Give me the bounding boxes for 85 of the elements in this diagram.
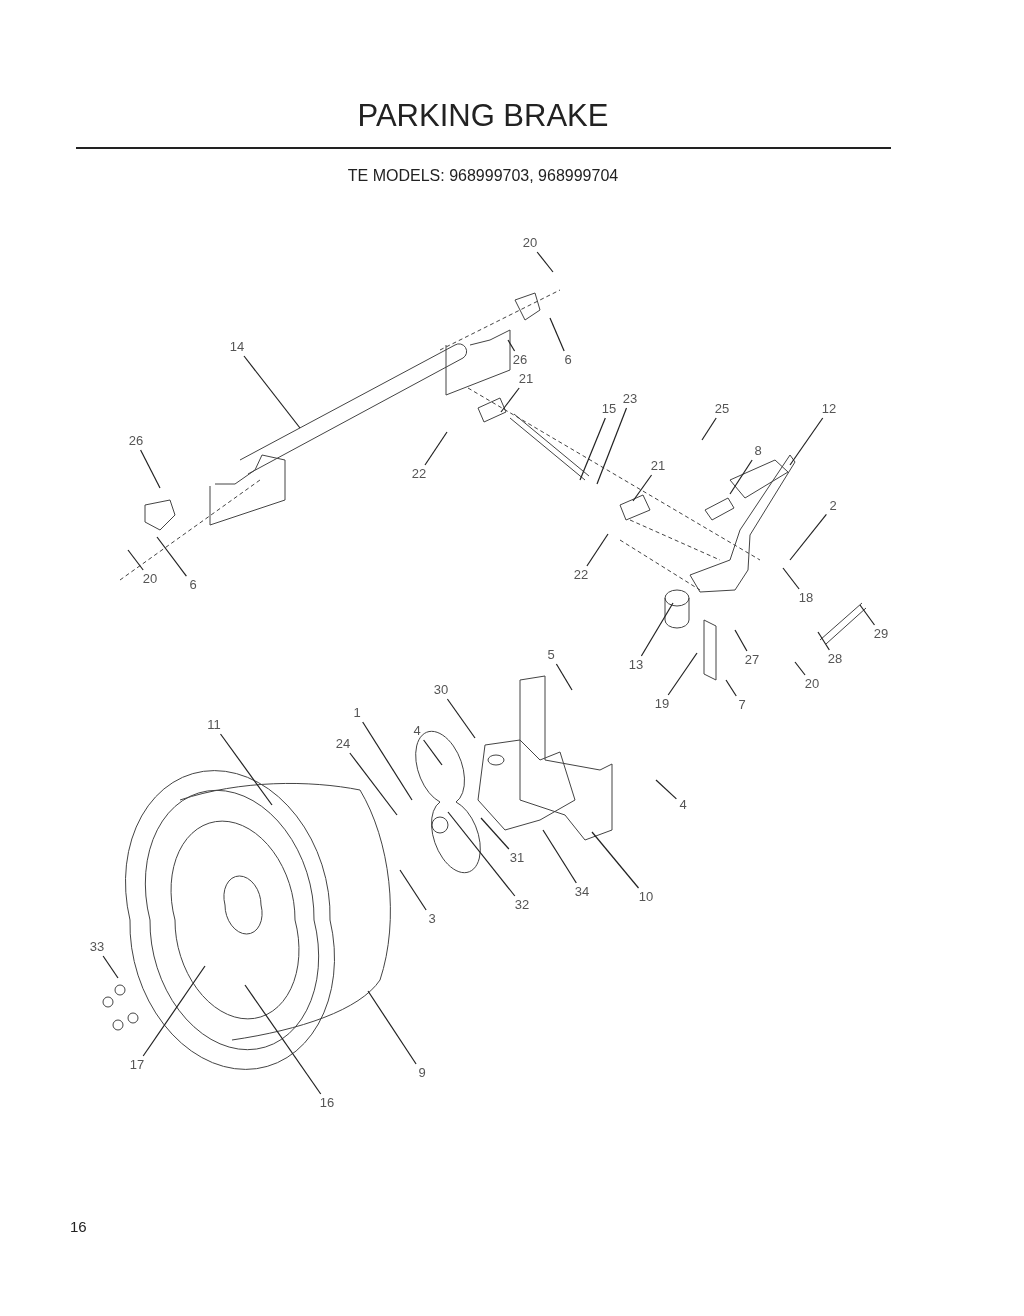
leader-line bbox=[244, 984, 322, 1095]
leader-line bbox=[701, 417, 717, 441]
leader-line bbox=[542, 829, 577, 884]
leader-line bbox=[596, 407, 628, 485]
leader-line bbox=[480, 817, 510, 850]
leader-line bbox=[655, 779, 677, 800]
leader-line bbox=[555, 663, 573, 691]
callout-number: 19 bbox=[653, 697, 671, 711]
callout-number: 2 bbox=[828, 499, 838, 513]
callout-number: 25 bbox=[713, 402, 731, 416]
leader-line bbox=[579, 417, 606, 481]
leader-line bbox=[549, 317, 565, 352]
leader-line bbox=[399, 869, 427, 911]
leader-line bbox=[789, 417, 824, 466]
callout-number: 6 bbox=[563, 353, 573, 367]
leader-line bbox=[817, 631, 830, 651]
leader-line bbox=[729, 459, 753, 495]
callout-number: 18 bbox=[797, 591, 815, 605]
callout-number: 23 bbox=[621, 392, 639, 406]
leader-line bbox=[424, 431, 448, 466]
leader-line bbox=[156, 536, 187, 577]
callout-number: 30 bbox=[432, 683, 450, 697]
callout-number: 3 bbox=[427, 912, 437, 926]
callout-number: 14 bbox=[228, 340, 246, 354]
leader-line bbox=[243, 355, 301, 429]
callout-number: 4 bbox=[412, 724, 422, 738]
leader-line bbox=[859, 604, 876, 626]
leader-line bbox=[507, 339, 516, 352]
callout-number: 16 bbox=[318, 1096, 336, 1110]
callout-number: 8 bbox=[753, 444, 763, 458]
callout-number: 12 bbox=[820, 402, 838, 416]
leader-line bbox=[789, 513, 827, 561]
leader-line bbox=[591, 831, 640, 889]
callout-number: 10 bbox=[637, 890, 655, 904]
page-number: 16 bbox=[70, 1218, 87, 1235]
callout-number: 20 bbox=[141, 572, 159, 586]
leader-line bbox=[102, 955, 119, 979]
callout-number: 11 bbox=[206, 718, 222, 732]
callout-number: 31 bbox=[508, 851, 526, 865]
callout-number: 20 bbox=[803, 677, 821, 691]
callout-number: 26 bbox=[127, 434, 145, 448]
leader-line bbox=[423, 739, 443, 766]
callout-number: 6 bbox=[188, 578, 198, 592]
leader-line bbox=[734, 629, 748, 652]
callout-number: 27 bbox=[743, 653, 761, 667]
leader-line bbox=[127, 549, 144, 571]
leader-line bbox=[362, 721, 413, 801]
leader-line bbox=[142, 965, 206, 1057]
leader-line bbox=[632, 474, 653, 502]
callout-number: 20 bbox=[521, 236, 539, 250]
callout-number: 17 bbox=[128, 1058, 146, 1072]
leader-line bbox=[586, 533, 609, 567]
callout-number: 34 bbox=[573, 885, 591, 899]
leader-line bbox=[536, 251, 554, 273]
page-title: PARKING BRAKE bbox=[356, 98, 610, 134]
callout-number: 15 bbox=[600, 402, 618, 416]
callout-number: 9 bbox=[417, 1066, 427, 1080]
leader-line bbox=[640, 602, 674, 657]
leader-line bbox=[446, 698, 476, 739]
leader-line bbox=[349, 752, 398, 816]
callout-number: 26 bbox=[511, 353, 529, 367]
callout-number: 13 bbox=[627, 658, 645, 672]
callout-number: 1 bbox=[352, 706, 362, 720]
callout-number: 28 bbox=[826, 652, 844, 666]
leader-line bbox=[500, 387, 520, 413]
callout-number: 21 bbox=[517, 372, 535, 386]
callout-number: 7 bbox=[737, 698, 747, 712]
callout-number: 21 bbox=[649, 459, 667, 473]
callout-number: 33 bbox=[88, 940, 106, 954]
callout-number: 5 bbox=[546, 648, 556, 662]
callout-number: 29 bbox=[872, 627, 890, 641]
leader-line bbox=[667, 652, 698, 696]
leader-line bbox=[140, 449, 161, 489]
callout-number: 22 bbox=[410, 467, 428, 481]
callout-number: 4 bbox=[678, 798, 688, 812]
leader-line bbox=[367, 990, 417, 1065]
model-subtitle: TE MODELS: 968999703, 968999704 bbox=[346, 166, 620, 186]
callout-number: 24 bbox=[334, 737, 352, 751]
leader-line bbox=[794, 661, 806, 676]
callout-number: 32 bbox=[513, 898, 531, 912]
leader-line bbox=[725, 679, 737, 697]
callout-number: 22 bbox=[572, 568, 590, 582]
leader-line bbox=[447, 811, 516, 897]
leader-line bbox=[782, 567, 800, 590]
leader-line bbox=[219, 733, 273, 806]
